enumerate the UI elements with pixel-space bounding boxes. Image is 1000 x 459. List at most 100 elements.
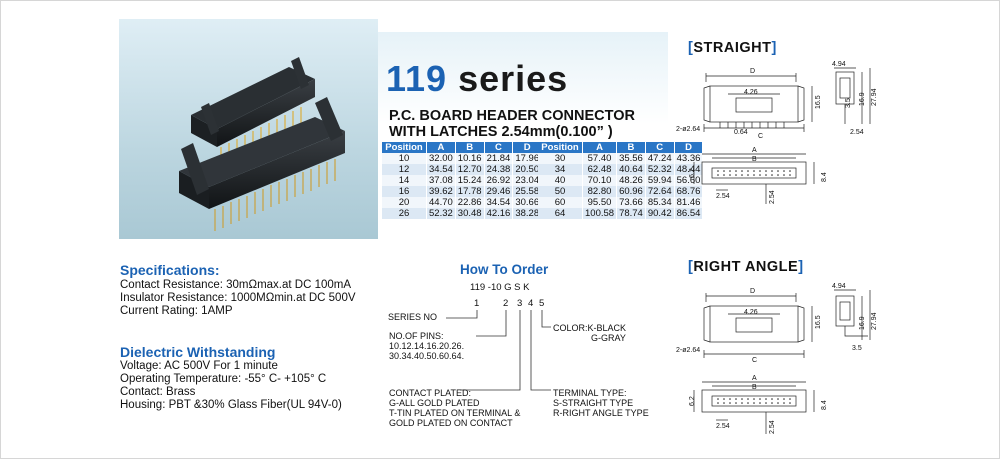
product-subtitle: P.C. BOARD HEADER CONNECTOR WITH LATCHES… <box>389 108 635 140</box>
position-cell: 16 <box>382 186 427 197</box>
dimension-cell: 48.44 <box>674 164 704 175</box>
dim-169: 16.9 <box>859 92 866 106</box>
dielectric-line: Voltage: AC 500V For 1 minute <box>120 360 278 372</box>
position-cell: 34 <box>538 164 583 175</box>
ra-dim-254b: 2.54 <box>769 420 776 434</box>
dimension-cell: 56.60 <box>674 175 704 186</box>
product-photo <box>119 19 378 239</box>
dimension-cell: 52.32 <box>645 164 675 175</box>
position-cell: 64 <box>538 208 583 219</box>
dim-B: B <box>752 156 757 163</box>
position-cell: 30 <box>538 153 583 164</box>
straight-drawing: D 4.26 2-ø2.64 C 0.64 16.5 4.94 3.5 16.9… <box>676 61 878 204</box>
dimension-cell: 15.24 <box>455 175 485 186</box>
terminal-line: S-STRAIGHT TYPE <box>553 398 634 408</box>
dimension-cell: 62.48 <box>582 164 618 175</box>
color-label: COLOR:K-BLACK G-GRAY <box>553 323 626 343</box>
dim-064: 0.64 <box>734 129 748 136</box>
dim-165: 16.5 <box>815 95 822 109</box>
dim-426: 4.26 <box>744 89 758 96</box>
position-cell: 40 <box>538 175 583 186</box>
dimension-cell: 22.86 <box>455 197 485 208</box>
dim-C: C <box>758 133 763 140</box>
subtitle-line-2: WITH LATCHES 2.54mm(0.100” ) <box>389 124 613 140</box>
color-line: G-GRAY <box>591 333 626 343</box>
dim-62: 6.2 <box>689 168 696 178</box>
ra-dim-84: 8.4 <box>821 400 828 410</box>
dim-35: 3.5 <box>845 98 852 108</box>
ra-dim-A: A <box>752 375 757 382</box>
ra-dim-D: D <box>750 288 755 295</box>
connector-photo-illustration <box>179 57 345 231</box>
col-header: C <box>645 142 675 153</box>
color-line: COLOR:K-BLACK <box>553 323 627 333</box>
order-index-4: 4 <box>528 298 534 309</box>
dimension-cell: 40.64 <box>616 164 646 175</box>
terminal-type-label: TERMINAL TYPE: S-STRAIGHT TYPE R-RIGHT A… <box>553 388 649 418</box>
dimension-cell: 57.40 <box>582 153 618 164</box>
col-header: A <box>426 142 456 153</box>
plated-line: T-TIN PLATED ON TERMINAL & <box>389 408 521 418</box>
dimension-cell: 85.34 <box>645 197 675 208</box>
dim-D: D <box>750 68 755 75</box>
dimension-cell: 34.54 <box>426 164 456 175</box>
dimension-cell: 17.78 <box>455 186 485 197</box>
dimension-cell: 82.80 <box>582 186 618 197</box>
title-band <box>378 32 668 124</box>
dim-264: 2-ø2.64 <box>676 126 700 133</box>
dimension-cell: 86.54 <box>674 208 704 219</box>
dimension-cell: 47.24 <box>645 153 675 164</box>
dielectric-heading: Dielectric Withstanding <box>120 344 276 360</box>
position-cell: 26 <box>382 208 427 219</box>
straight-title-text: STRAIGHT <box>693 40 772 56</box>
dimension-cell: 59.94 <box>645 175 675 186</box>
col-header: C <box>484 142 514 153</box>
position-cell: 14 <box>382 175 427 186</box>
specifications-heading: Specifications: <box>120 262 220 278</box>
order-code: 119 -10 G S K <box>470 282 530 293</box>
no-of-pins-label: NO.OF PINS: 10.12.14.16.20.26. 30.34.40.… <box>389 331 464 361</box>
spec-line: Contact Resistance: 30mΩmax.at DC 100mA <box>120 279 352 291</box>
position-cell: 60 <box>538 197 583 208</box>
dim-A: A <box>752 147 757 154</box>
dielectric-line: Operating Temperature: -55° C- +105° C <box>120 373 327 385</box>
series-title: 119 series <box>386 58 568 100</box>
ra-dim-264: 2-ø2.64 <box>676 347 700 354</box>
dimension-cell: 42.16 <box>484 208 514 219</box>
series-no-label: SERIES NO <box>388 312 438 322</box>
pins-line: 10.12.14.16.20.26. <box>389 341 465 351</box>
series-number: 119 <box>386 58 448 99</box>
ra-dim-254a: 2.54 <box>716 423 730 430</box>
dim-254c: 2.54 <box>769 190 776 204</box>
col-header: B <box>616 142 646 153</box>
dimension-cell: 68.76 <box>674 186 704 197</box>
right-angle-title-text: RIGHT ANGLE <box>693 259 799 275</box>
spec-line: Insulator Resistance: 1000MΩmin.at DC 50… <box>120 292 356 304</box>
ra-dim-35: 3.5 <box>852 345 862 352</box>
plated-line: G-ALL GOLD PLATED <box>389 398 480 408</box>
ra-dim-494: 4.94 <box>832 283 846 290</box>
ra-dim-B: B <box>752 384 757 391</box>
col-header: Position <box>382 142 427 153</box>
specifications-list: Contact Resistance: 30mΩmax.at DC 100mA … <box>120 279 356 318</box>
dimension-cell: 60.96 <box>616 186 646 197</box>
position-cell: 50 <box>538 186 583 197</box>
right-angle-drawing: D 4.26 2-ø2.64 C 16.5 4.94 16.9 27.94 3.… <box>676 283 878 434</box>
ra-dim-426: 4.26 <box>744 309 758 316</box>
dimension-cell: 39.62 <box>426 186 456 197</box>
dimension-cell: 24.38 <box>484 164 514 175</box>
plated-line: CONTACT PLATED: <box>389 388 472 398</box>
dimension-cell: 21.84 <box>484 153 514 164</box>
col-header: D <box>674 142 704 153</box>
order-index-2: 2 <box>503 298 509 309</box>
dimension-cell: 70.10 <box>582 175 618 186</box>
